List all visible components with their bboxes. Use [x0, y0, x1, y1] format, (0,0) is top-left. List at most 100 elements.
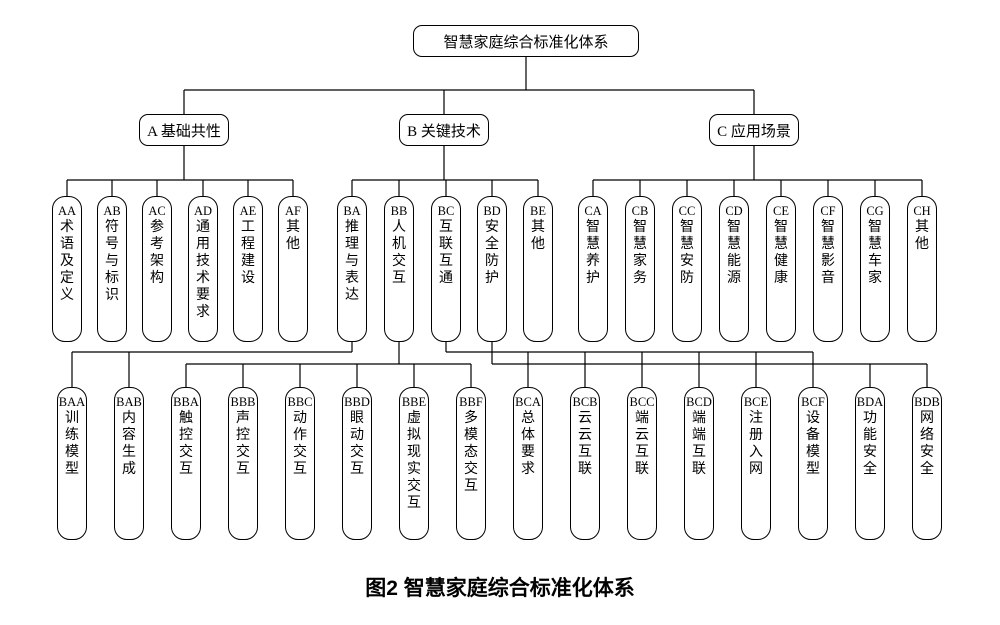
node-code: BAB — [116, 395, 142, 409]
label-char: 康 — [774, 271, 788, 286]
label-char: 动 — [350, 428, 364, 443]
label-char: 养 — [586, 254, 600, 269]
figure-caption: 图2 智慧家庭综合标准化体系 — [365, 577, 635, 600]
label-char: 模 — [806, 445, 820, 460]
label-char: 理 — [345, 237, 359, 252]
label-char: 构 — [150, 271, 164, 286]
node-label: 工程建设 — [241, 219, 255, 287]
label-char: 及 — [60, 254, 74, 269]
node-code: AB — [103, 204, 121, 218]
label-char: 智 — [821, 220, 835, 235]
node-label: 术语及定义 — [60, 219, 74, 304]
label-char: 注 — [749, 411, 763, 426]
label-char: 达 — [345, 288, 359, 303]
label-char: 架 — [150, 254, 164, 269]
label-char: 慧 — [868, 237, 882, 252]
node-code: BE — [530, 204, 546, 218]
label-char: 动 — [293, 411, 307, 426]
label-char: 联 — [578, 462, 592, 477]
node-label: 智慧养护 — [586, 219, 600, 287]
label-char: 型 — [806, 462, 820, 477]
label-char: 护 — [485, 271, 499, 286]
label-char: 要 — [196, 288, 210, 303]
label-char: 眼 — [350, 411, 364, 426]
label-char: 云 — [578, 428, 592, 443]
label-char: 体 — [521, 428, 535, 443]
label-char: 其 — [531, 220, 545, 235]
label-char: 总 — [521, 411, 535, 426]
node-label: 通用技术要求 — [196, 219, 210, 321]
label-char: 训 — [65, 411, 79, 426]
label-char: 他 — [286, 237, 300, 252]
label-char: 通 — [196, 220, 210, 235]
branch-node-B: B 关键技术 — [399, 114, 489, 146]
label-char: 备 — [806, 428, 820, 443]
label-char: 络 — [920, 428, 934, 443]
label-char: 术 — [60, 220, 74, 235]
label-char: 互 — [439, 220, 453, 235]
node-code: BAA — [58, 395, 86, 409]
node-code: CA — [584, 204, 602, 218]
label-char: 交 — [179, 445, 193, 460]
node-code: AE — [239, 204, 257, 218]
label-char: 声 — [236, 411, 250, 426]
label-char: 拟 — [407, 428, 421, 443]
label-char: 交 — [464, 462, 478, 477]
label-char: 慧 — [633, 237, 647, 252]
label-char: 用 — [196, 237, 210, 252]
node-label: 安全防护 — [485, 219, 499, 287]
node-label: 网络安全 — [920, 410, 934, 478]
label-char: 互 — [439, 254, 453, 269]
label-char: 慧 — [586, 237, 600, 252]
label-char: 互 — [692, 445, 706, 460]
label-char: 端 — [635, 411, 649, 426]
label-char: 多 — [464, 411, 478, 426]
label-char: 现 — [407, 445, 421, 460]
label-char: 工 — [241, 220, 255, 235]
node-label: 总体要求 — [521, 410, 535, 478]
label-char: 识 — [105, 288, 119, 303]
node-code: BBB — [230, 395, 256, 409]
label-char: 参 — [150, 220, 164, 235]
label-char: 练 — [65, 428, 79, 443]
label-char: 号 — [105, 237, 119, 252]
node-code: BCF — [801, 395, 825, 409]
label-char: 全 — [920, 462, 934, 477]
label-char: 车 — [868, 254, 882, 269]
label-char: 交 — [407, 479, 421, 494]
label-char: 型 — [65, 462, 79, 477]
label-char: 容 — [122, 428, 136, 443]
label-char: 定 — [60, 271, 74, 286]
node-code: BBC — [287, 395, 313, 409]
label-char: 人 — [392, 220, 406, 235]
label-char: 互 — [635, 445, 649, 460]
label-char: 程 — [241, 237, 255, 252]
label-char: 其 — [915, 220, 929, 235]
label-char: 互 — [236, 462, 250, 477]
node-label: 智慧家务 — [633, 219, 647, 287]
node-label: 人机交互 — [392, 219, 406, 287]
node-code: BC — [437, 204, 455, 218]
node-label: 其他 — [531, 219, 545, 253]
node-label: 注册入网 — [749, 410, 763, 478]
node-label: 推理与表达 — [345, 219, 359, 304]
node-code: AF — [285, 204, 301, 218]
node-code: BBD — [344, 395, 370, 409]
label-char: 成 — [122, 462, 136, 477]
label-char: 入 — [749, 445, 763, 460]
root-node: 智慧家庭综合标准化体系 — [413, 25, 639, 57]
label-char: 机 — [392, 237, 406, 252]
label-char: 智 — [774, 220, 788, 235]
label-char: 能 — [863, 428, 877, 443]
label-char: 态 — [464, 445, 478, 460]
label-char: 云 — [578, 411, 592, 426]
